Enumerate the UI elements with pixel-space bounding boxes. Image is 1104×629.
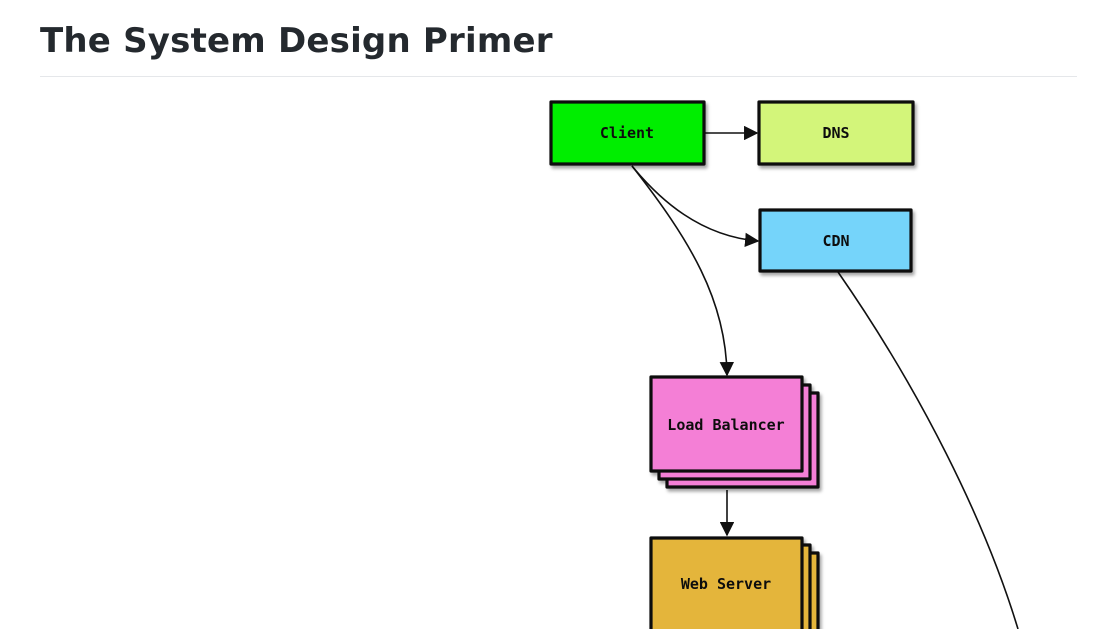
node-load-balancer-label: Load Balancer xyxy=(667,416,784,434)
edge-client-load-balancer xyxy=(631,165,735,377)
node-cdn-box xyxy=(758,208,913,273)
node-load-balancer: Load Balancer xyxy=(649,375,820,489)
page-title: The System Design Primer xyxy=(40,21,553,61)
edge-cdn-down xyxy=(837,271,1019,629)
node-client-label: Client xyxy=(600,124,654,142)
node-dns-label: DNS xyxy=(822,124,849,142)
title-divider xyxy=(40,76,1077,77)
node-client: Client xyxy=(549,100,706,166)
node-load-balancer-box xyxy=(649,375,804,473)
node-cdn-label: CDN xyxy=(822,232,849,250)
node-dns: DNS xyxy=(757,100,915,166)
node-client-box xyxy=(549,100,706,166)
node-cdn: CDN xyxy=(758,208,913,273)
node-web-server-box xyxy=(649,536,804,629)
node-web-server-label: Web Server xyxy=(681,575,771,593)
node-dns-box xyxy=(757,100,915,166)
edge-client-cdn xyxy=(631,165,760,248)
node-web-server: Web Server xyxy=(649,536,820,629)
